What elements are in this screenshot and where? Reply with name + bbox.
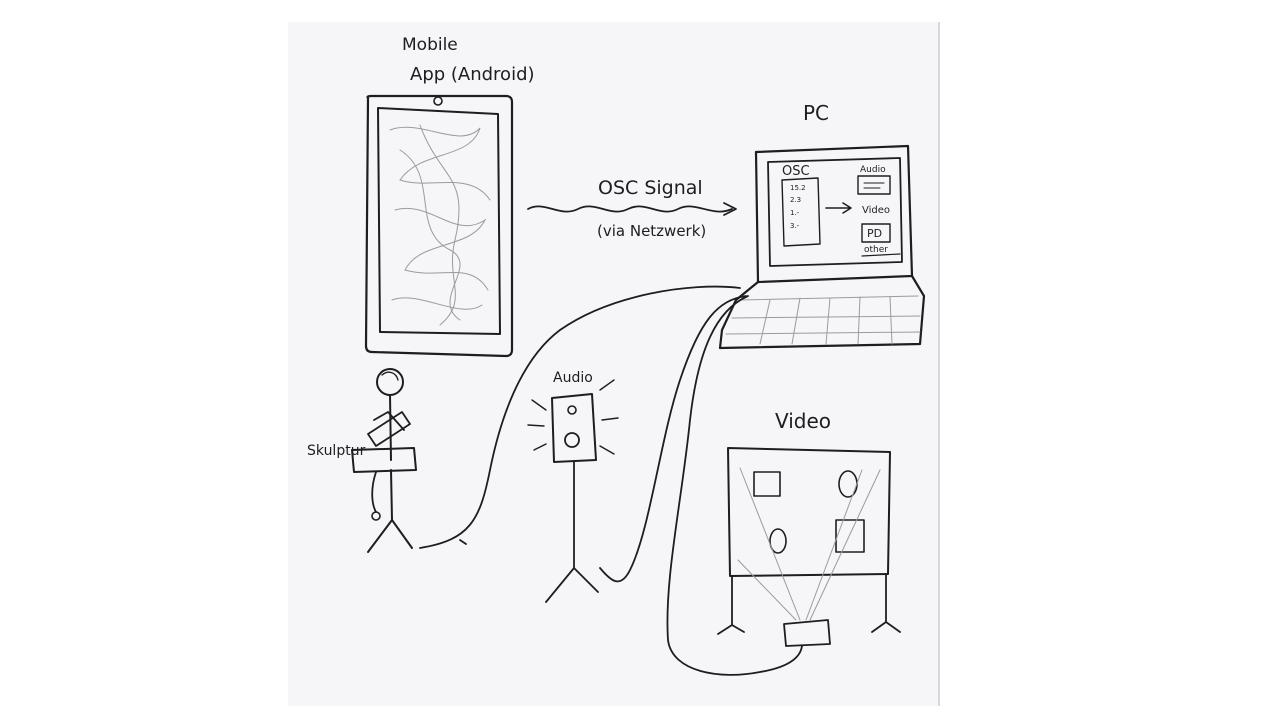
screen-osc-value-1: 15.2 [790, 184, 806, 192]
screen-osc-label: OSC [782, 164, 810, 179]
screen-other-label: other [864, 245, 888, 255]
screen-osc-value-2: 2.3 [790, 196, 801, 204]
cable-speaker-pc [599, 295, 747, 583]
cable-pc-projector [666, 295, 803, 676]
skulptur-label: Skulptur [307, 443, 366, 459]
cable-tick [459, 539, 467, 545]
speaker-icon [527, 379, 619, 603]
tablet-icon [364, 94, 514, 358]
laptop-icon [718, 144, 926, 350]
screen-video-label: Video [862, 205, 890, 216]
mobile-label-line2: App (Android) [410, 64, 535, 85]
osc-signal-wave [527, 202, 737, 216]
cable-sculpture-pc [419, 285, 741, 549]
paper-sheet [288, 22, 938, 706]
video-label: Video [775, 409, 831, 433]
audio-label: Audio [553, 370, 593, 386]
screen-osc-value-4: 3.- [790, 222, 800, 230]
projector-icon [737, 467, 881, 647]
screen-osc-value-3: 1.- [790, 209, 800, 217]
projection-screen-icon [717, 447, 901, 635]
stick-figure-icon [351, 368, 417, 553]
osc-signal-label: OSC Signal [598, 177, 703, 199]
via-netzwerk-label: (via Netzwerk) [597, 222, 706, 240]
screen-audio-label: Audio [860, 165, 886, 175]
pc-label: PC [803, 101, 829, 125]
mobile-label-line1: Mobile [402, 35, 458, 55]
screen-pd-label: PD [867, 227, 882, 240]
